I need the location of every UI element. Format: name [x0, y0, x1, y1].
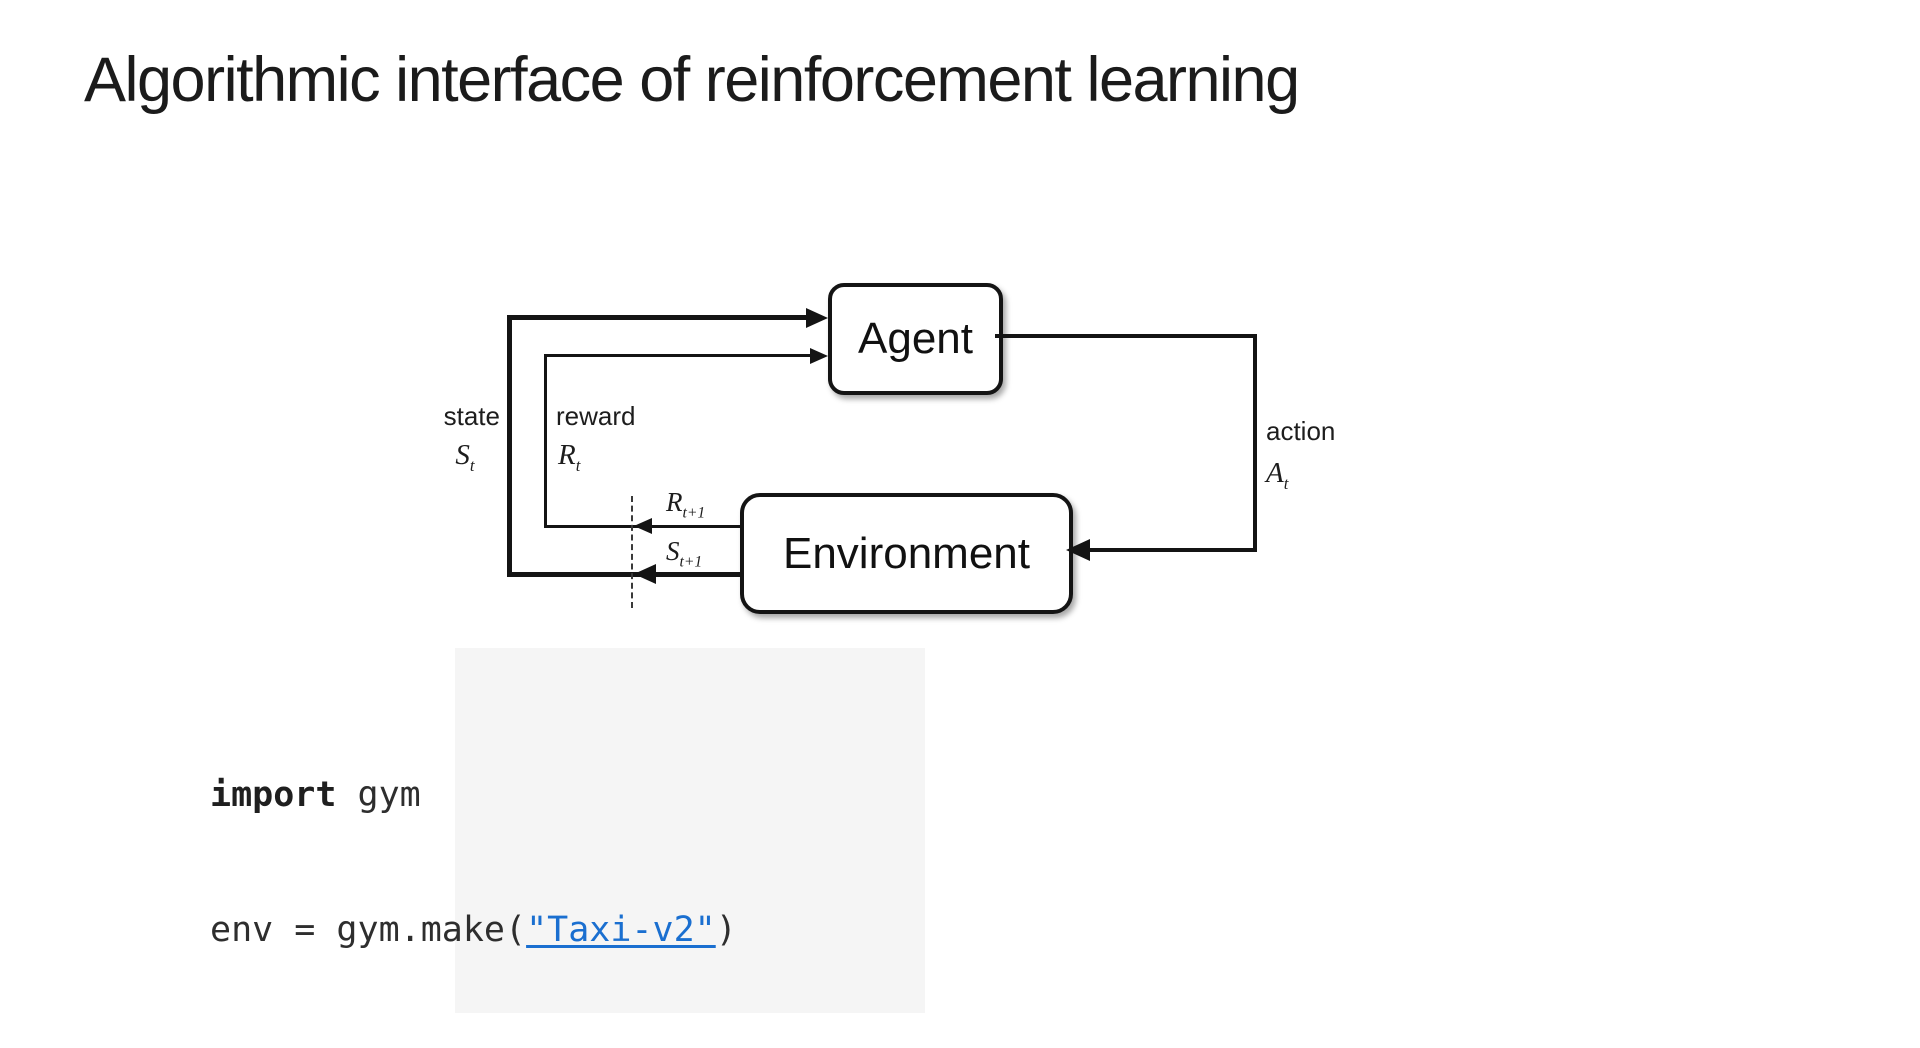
agent-box-label: Agent	[858, 314, 973, 363]
next-state-symbol-base: S	[666, 536, 680, 566]
state-label: state	[443, 401, 500, 431]
taxi-v2-link[interactable]: "Taxi-v2"	[526, 910, 716, 950]
action-symbol-base: A	[1266, 457, 1284, 489]
state-symbol: St	[410, 439, 520, 476]
next-reward-arrowhead	[634, 518, 652, 534]
action-label: action	[1266, 416, 1336, 446]
code-line-1: import gym	[210, 773, 1348, 818]
state-line-vertical	[507, 315, 512, 577]
state-arrowhead-into-agent	[806, 308, 828, 328]
action-arrowhead-into-environment	[1066, 539, 1090, 561]
code-keyword-import: import	[210, 775, 337, 815]
action-symbol-sub: t	[1283, 473, 1289, 493]
environment-box: Environment	[740, 493, 1073, 614]
reward-label: reward	[556, 401, 636, 431]
code-token: env = gym.make(	[210, 910, 527, 950]
code-block: import gym env = gym.make("Taxi-v2") obs…	[210, 683, 1348, 1048]
state-line-top	[507, 315, 806, 320]
environment-box-label: Environment	[782, 528, 1030, 578]
action-line-vertical	[1253, 334, 1257, 552]
code-token: gym	[336, 775, 421, 815]
code-block-backdrop	[455, 648, 925, 1013]
reward-line-vertical	[544, 354, 547, 528]
next-reward-symbol: Rt+1	[666, 487, 705, 522]
state-symbol-base: S	[455, 439, 470, 471]
slide-title: Algorithmic interface of reinforcement l…	[84, 45, 1300, 115]
code-token: observation = env.reset()	[210, 1045, 737, 1048]
reward-symbol-sub: t	[575, 455, 581, 475]
action-symbol: At	[1266, 457, 1288, 494]
next-state-symbol: St+1	[666, 536, 702, 571]
reward-symbol: Rt	[558, 439, 580, 476]
next-state-line	[507, 572, 740, 577]
code-token: )	[715, 910, 737, 950]
code-line-2: env = gym.make("Taxi-v2")	[210, 908, 1348, 953]
next-state-arrowhead	[634, 564, 656, 584]
next-state-symbol-sub: t+1	[679, 553, 703, 571]
reward-symbol-base: R	[558, 439, 576, 471]
code-line-3: observation = env.reset()	[210, 1043, 1348, 1048]
reward-line-top	[544, 354, 811, 357]
next-reward-symbol-base: R	[666, 487, 683, 517]
action-line-top	[995, 334, 1257, 338]
next-reward-symbol-sub: t+1	[682, 504, 706, 522]
reward-arrowhead-into-agent	[810, 348, 828, 364]
action-line-bottom	[1090, 548, 1257, 552]
agent-box: Agent	[828, 283, 1003, 395]
time-boundary-dashed-line	[631, 496, 633, 608]
state-symbol-sub: t	[469, 455, 475, 475]
